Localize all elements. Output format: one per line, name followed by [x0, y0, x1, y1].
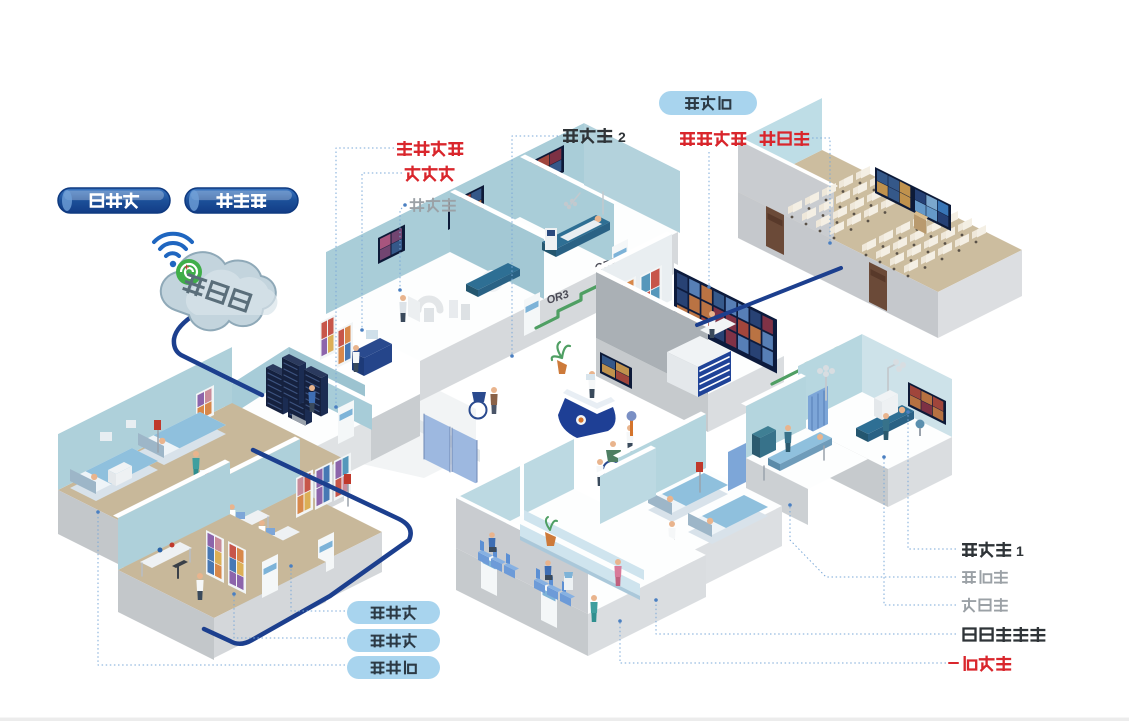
svg-text:+: +: [184, 262, 189, 272]
svg-text:1: 1: [1016, 543, 1024, 559]
svg-text:2: 2: [618, 129, 626, 145]
